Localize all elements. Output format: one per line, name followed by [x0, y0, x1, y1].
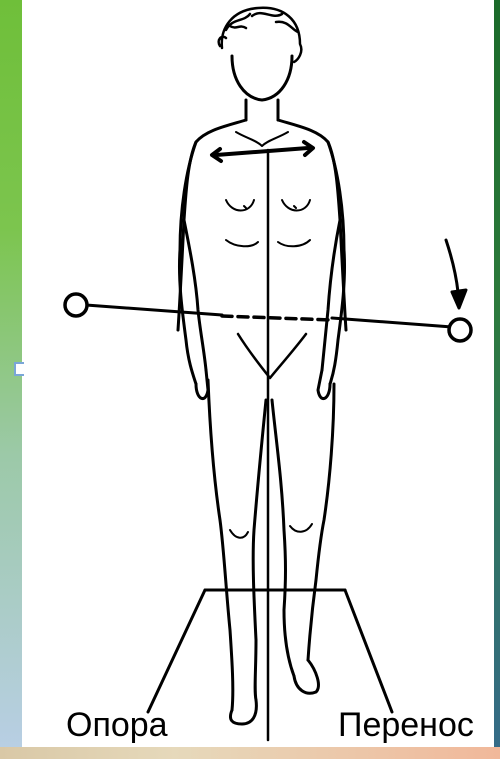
head [232, 56, 292, 100]
collarbones [236, 132, 288, 146]
left-leg [208, 380, 266, 710]
down-arrow-icon [446, 240, 466, 308]
pelvis-line [222, 316, 332, 320]
left-hand [196, 370, 208, 399]
neck [246, 100, 278, 120]
bottom-decorative-strip [0, 747, 500, 759]
support-point-left [65, 294, 87, 316]
right-hand [318, 370, 330, 399]
hair [219, 8, 302, 62]
knees [230, 524, 312, 538]
right-leg [272, 384, 334, 676]
transfer-label: Перенос [338, 706, 474, 745]
left-foot [230, 700, 256, 724]
left-arm [179, 142, 206, 384]
underwear [238, 334, 306, 378]
support-label: Опора [66, 706, 168, 745]
right-foot [294, 660, 318, 693]
support-point-right [449, 319, 471, 341]
floor-platform [148, 590, 392, 712]
